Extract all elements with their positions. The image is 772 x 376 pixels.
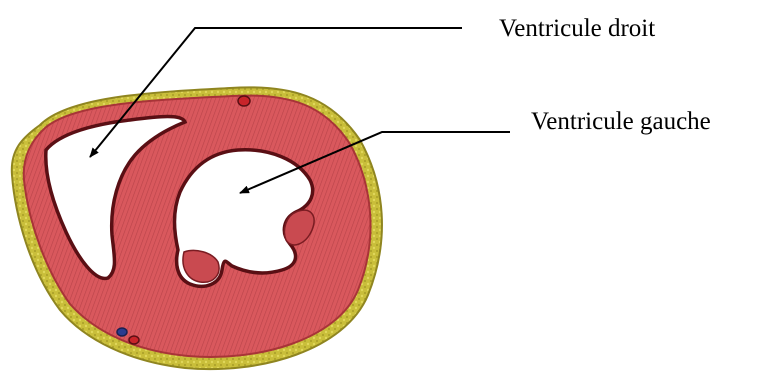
coronary-artery-bottom <box>129 336 139 344</box>
coronary-vein-bottom <box>117 328 127 336</box>
label-left-ventricle: Ventricule gauche <box>531 109 711 134</box>
coronary-artery-top <box>238 96 250 106</box>
label-right-ventricle: Ventricule droit <box>499 16 655 41</box>
